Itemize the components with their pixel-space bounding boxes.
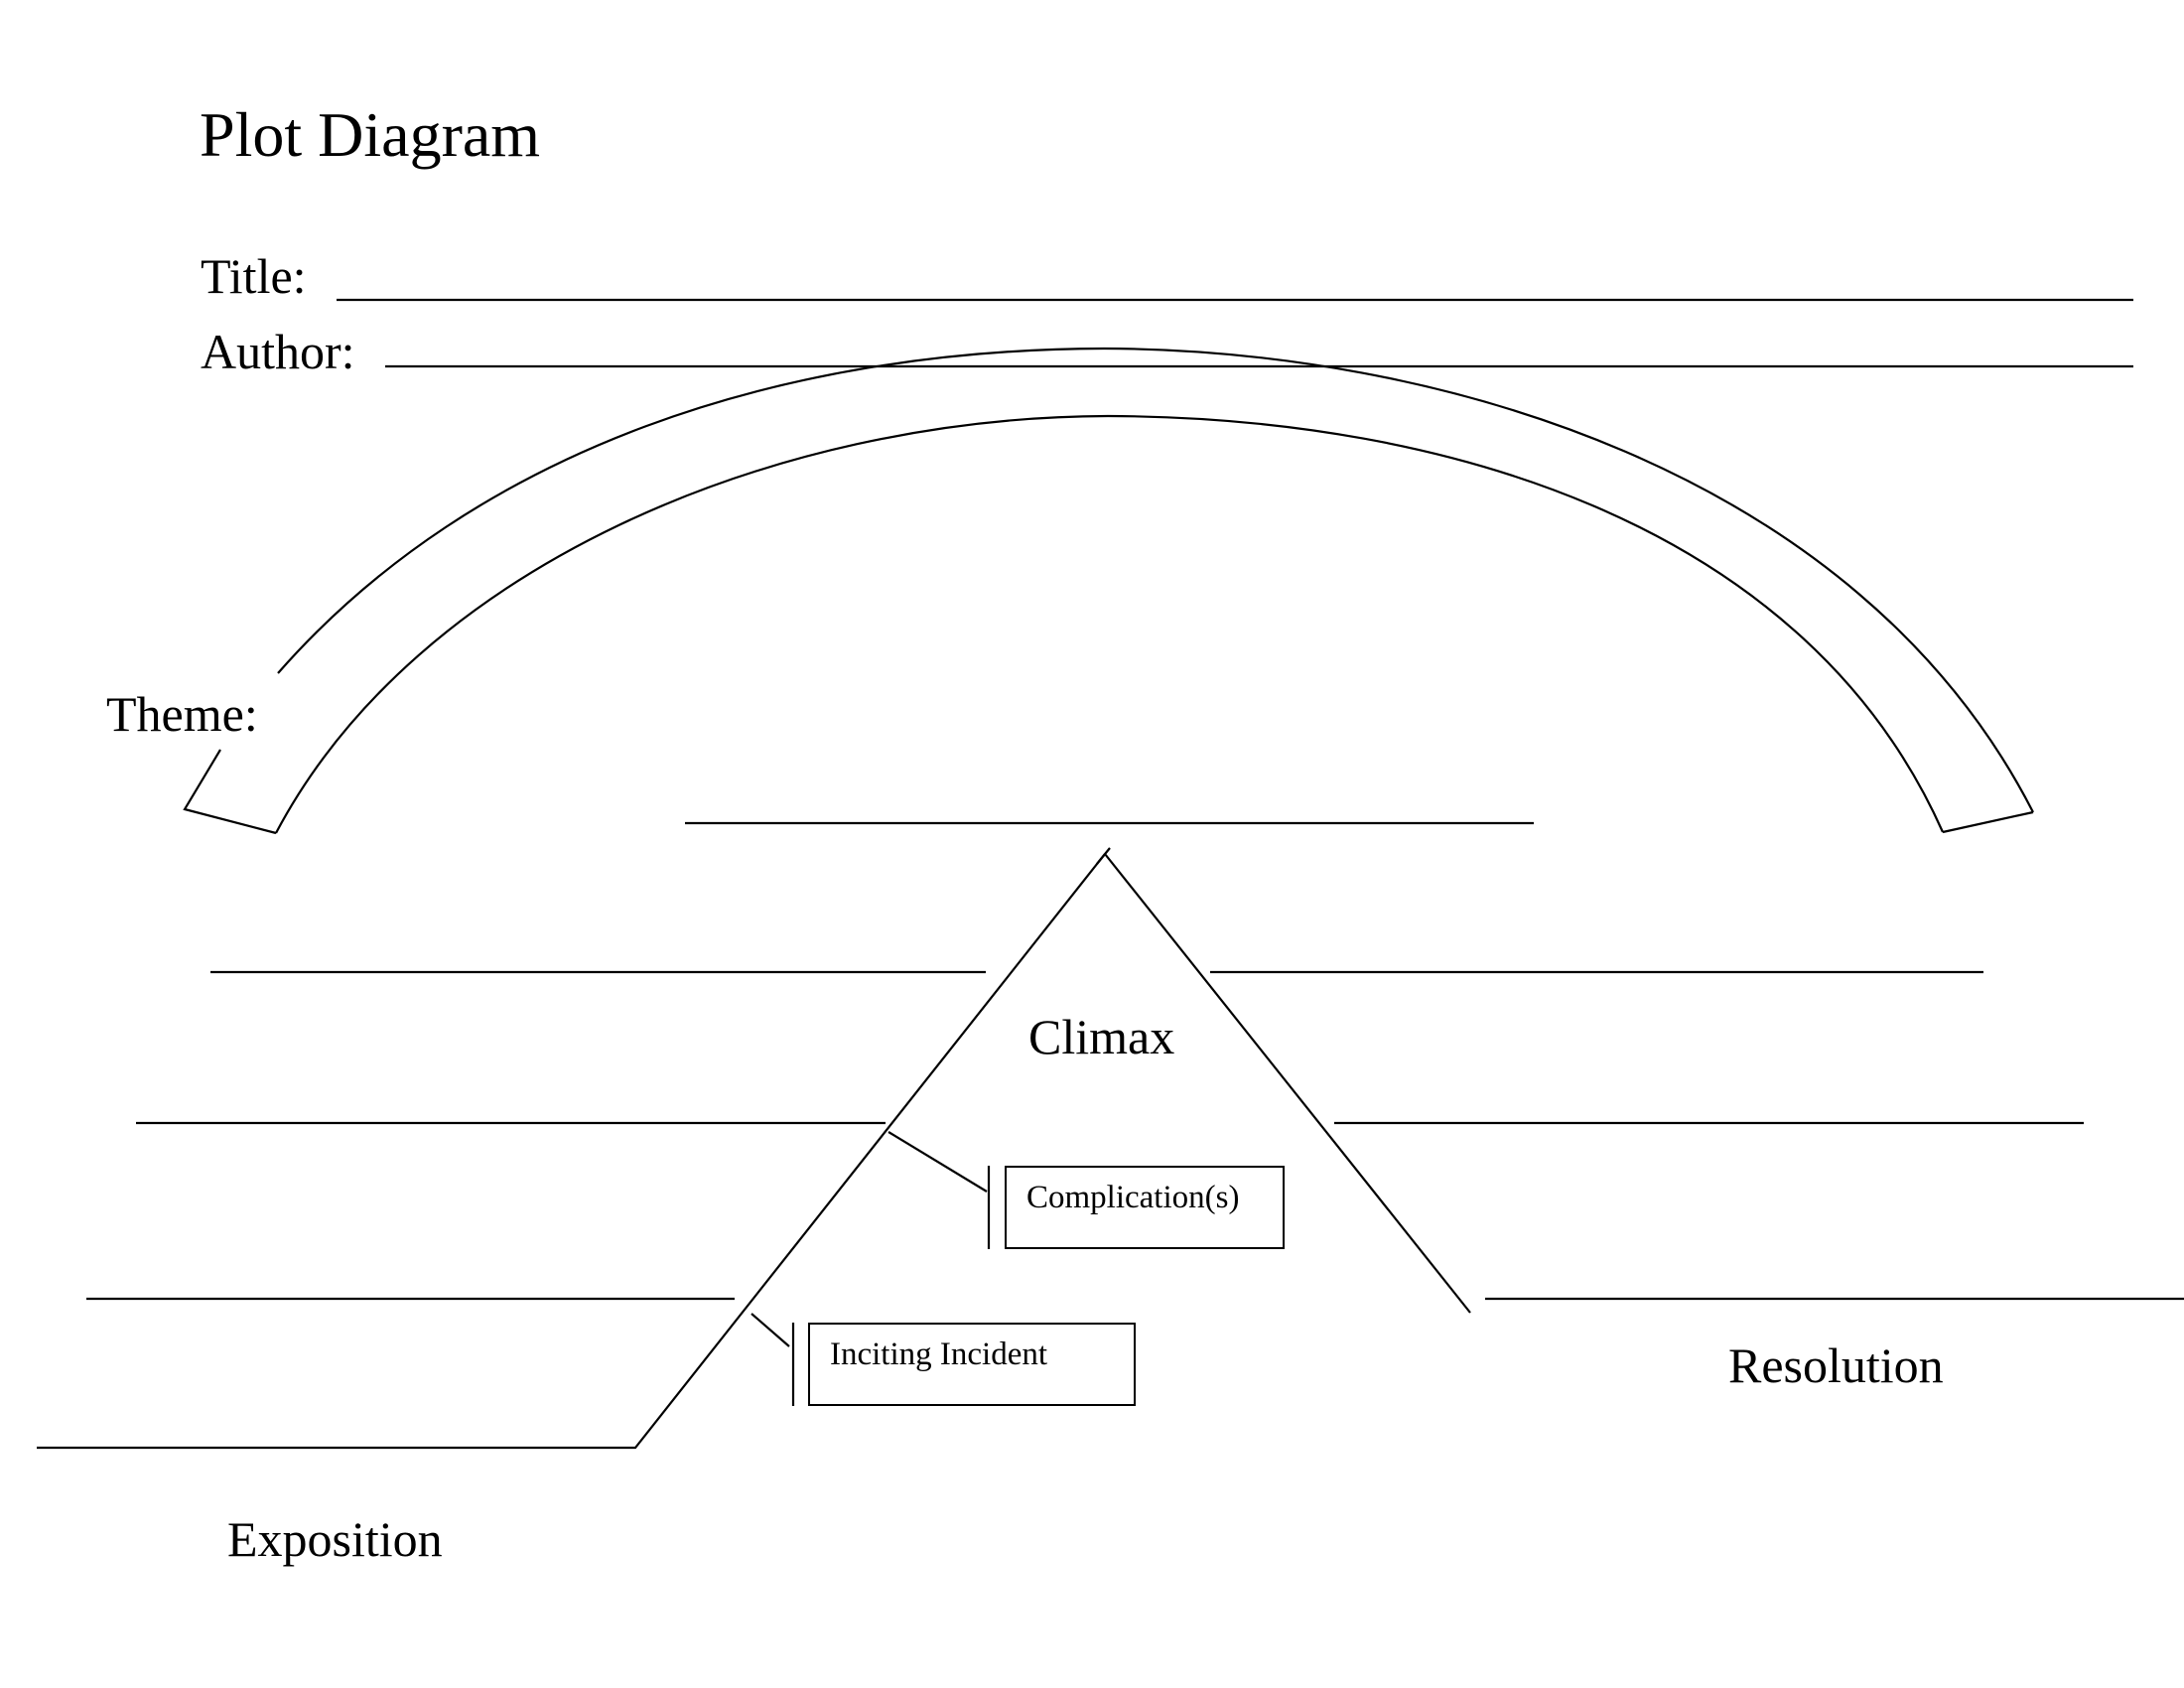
plot-line-falling: [1104, 853, 1471, 1314]
author-label: Author:: [201, 324, 355, 379]
theme-arch-inner: [275, 414, 1945, 834]
climax-label: Climax: [1028, 1009, 1175, 1064]
complication-connector: [887, 1131, 988, 1193]
theme-arch-outer: [277, 347, 2034, 813]
complications-box: Complication(s): [1005, 1166, 1285, 1249]
theme-label: Theme:: [106, 686, 258, 742]
theme-arch-left-end: [183, 749, 277, 835]
exposition-label: Exposition: [227, 1511, 443, 1567]
inciting-incident-label: Inciting Incident: [830, 1336, 1048, 1372]
inciting-connector: [751, 1313, 790, 1347]
climax-tick: [1096, 847, 1111, 865]
inciting-incident-box: Inciting Incident: [808, 1323, 1136, 1406]
complications-label: Complication(s): [1026, 1180, 1240, 1215]
title-label: Title:: [201, 248, 307, 304]
resolution-label: Resolution: [1728, 1337, 1944, 1393]
theme-arch-right-end: [1942, 810, 2034, 834]
plot-line-rising: [37, 853, 1106, 1450]
page-title: Plot Diagram: [200, 99, 541, 170]
